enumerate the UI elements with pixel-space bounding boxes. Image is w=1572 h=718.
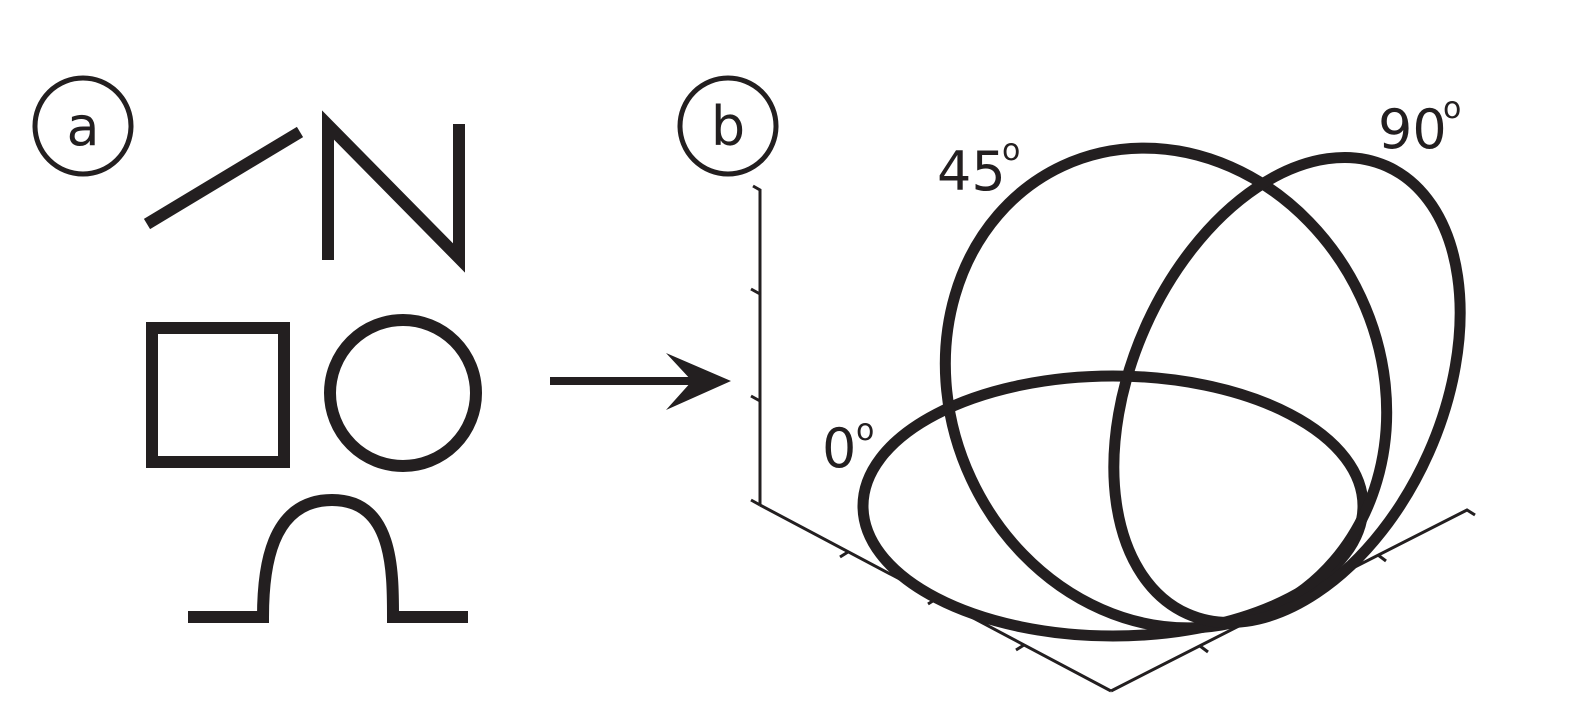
circle-shape [324,314,482,472]
label-0-deg-unit: o [856,413,874,448]
arrow-head [666,353,731,410]
vertical-axis-tick [750,394,761,403]
diagonal-line-shape [143,126,304,230]
ellipse-90-deg [1108,151,1466,629]
panel-b-label: b [711,95,745,158]
left-axis-tick [839,550,849,559]
label-45-deg-unit: o [1002,133,1020,168]
vertical-axis-tick [750,498,761,507]
right-axis-tick [1377,553,1387,563]
left-axis-tick [1015,643,1025,652]
vertical-axis-tick [750,287,761,296]
panel-a-label: a [66,95,99,158]
square-shape [146,322,290,468]
label-45-deg-value: 45 [937,140,1006,203]
label-90-deg-unit: o [1443,91,1461,126]
vertical-axis [752,184,762,505]
label-90-deg-value: 90 [1378,98,1447,161]
bump-curve-shape [188,493,468,623]
panel-a: a [32,75,482,623]
label-0-deg: 0 o [822,413,874,480]
panel-b: b 0 o 45 o [677,75,1476,693]
panel-b-label-circle [677,75,779,177]
label-90-deg: 90 o [1378,91,1461,161]
ellipse-45-deg [939,142,1393,634]
label-0-deg-value: 0 [822,417,856,480]
right-axis [1110,508,1476,693]
n-shape [322,110,465,273]
panel-a-label-circle [32,75,134,177]
right-axis-tick [1199,644,1209,654]
right-arrow [550,353,731,410]
label-45-deg: 45 o [937,133,1020,203]
